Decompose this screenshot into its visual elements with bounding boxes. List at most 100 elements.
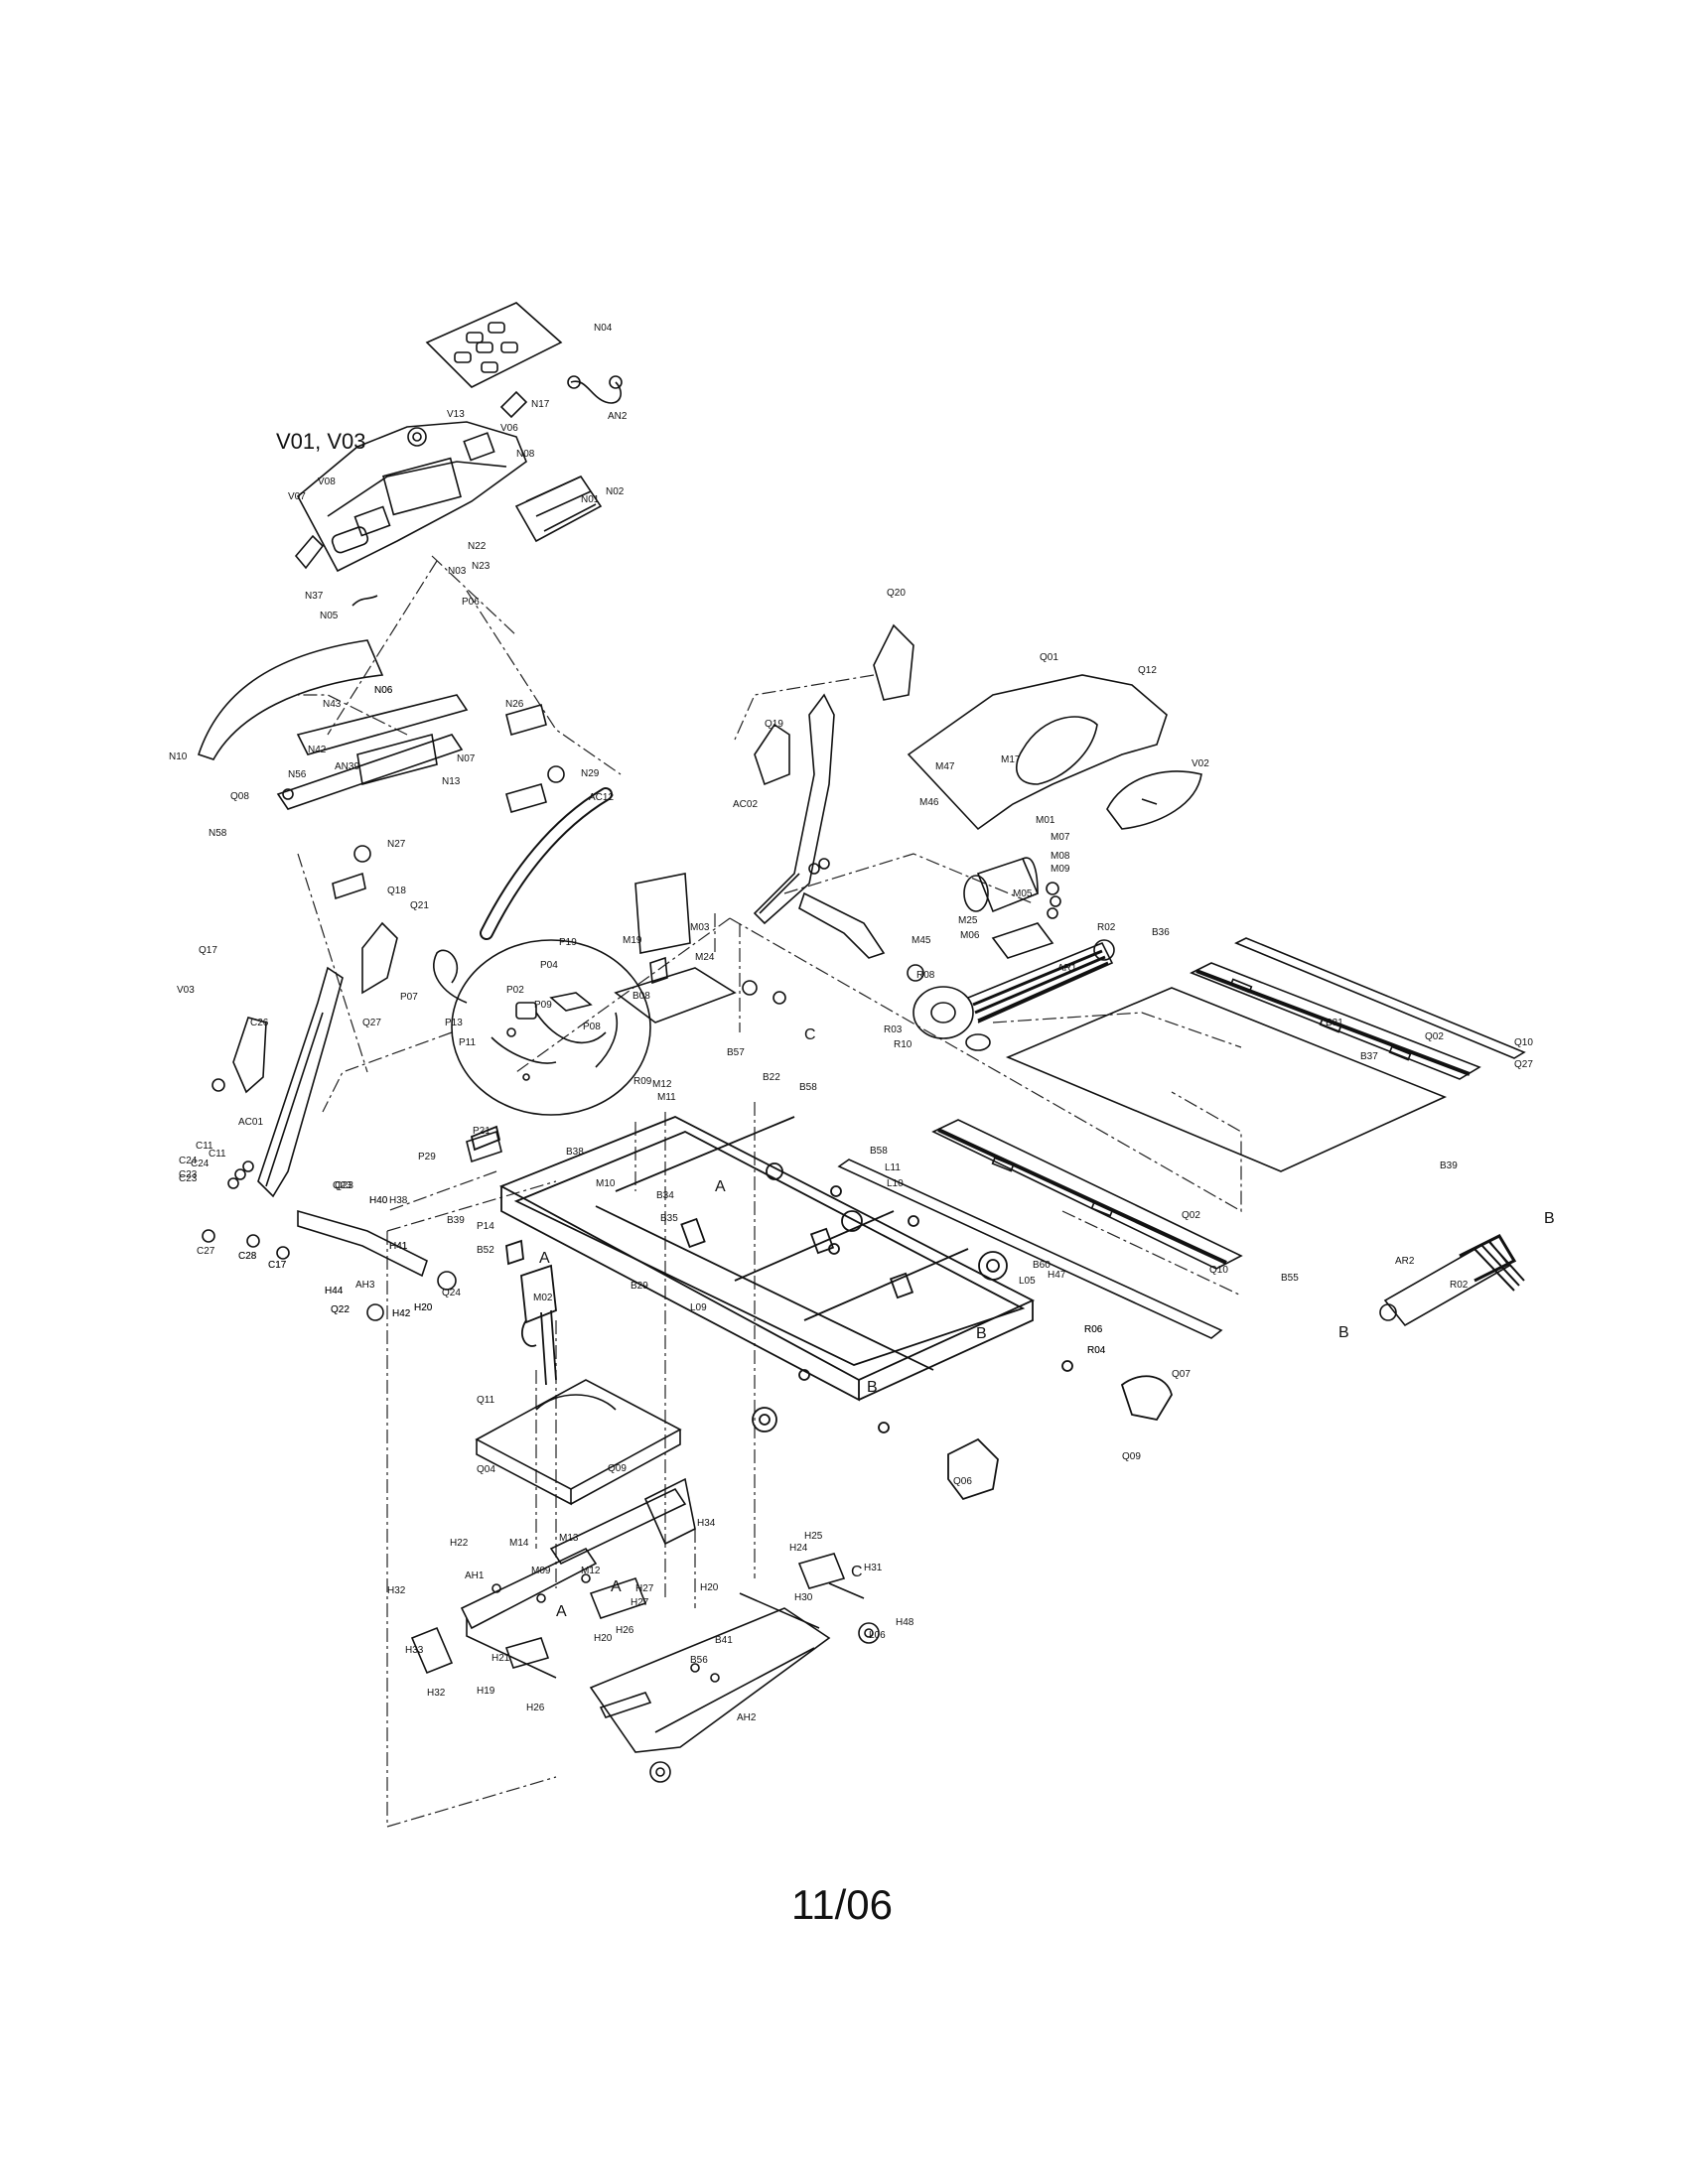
callout-a-3: A — [556, 1603, 567, 1620]
part-label-c11: C11 — [196, 1141, 213, 1152]
main-frame — [470, 1116, 1173, 1501]
part-label-q24: Q24 — [442, 1288, 461, 1298]
part-label-q02: Q02 — [1425, 1031, 1444, 1042]
part-label-h44: H44 — [325, 1286, 344, 1297]
part-label-h20: H20 — [594, 1633, 613, 1644]
part-label-m12: M12 — [581, 1566, 601, 1576]
part-label-m03: M03 — [690, 922, 710, 933]
part-label-ar2: AR2 — [1395, 1256, 1415, 1267]
bracket-h30 — [797, 1553, 846, 1589]
part-label-h47: H47 — [1048, 1270, 1066, 1281]
part-label-n37: N37 — [305, 591, 324, 602]
part-label-n42: N42 — [308, 745, 327, 755]
part-label-q09: Q09 — [1122, 1451, 1141, 1462]
part-label-m09: M09 — [531, 1566, 551, 1576]
part-label-h32: H32 — [387, 1585, 406, 1596]
part-label-q01: Q01 — [1040, 652, 1058, 663]
part-label-h20: H20 — [414, 1302, 433, 1313]
part-label-q17: Q17 — [199, 945, 217, 956]
part-label-p02: P02 — [506, 985, 524, 996]
part-label-h19: H19 — [477, 1686, 495, 1697]
part-label-q23: Q23 — [333, 1180, 351, 1191]
controller-board-m03 — [634, 873, 691, 954]
part-label-h30: H30 — [794, 1592, 813, 1603]
part-label-c11: C11 — [209, 1149, 226, 1160]
cover-q18 — [361, 921, 398, 995]
part-label-p11: P11 — [459, 1037, 476, 1048]
part-label-an2: AN2 — [608, 411, 628, 422]
part-label-b22: B22 — [763, 1072, 780, 1083]
part-label-p19: P19 — [559, 937, 577, 948]
part-label-b56: B56 — [690, 1655, 708, 1666]
part-label-q09: Q09 — [608, 1463, 627, 1474]
part-label-m07: M07 — [1051, 832, 1070, 843]
part-label-l10: L10 — [887, 1178, 904, 1189]
electronics-inset — [451, 873, 737, 1163]
part-label-n08: N08 — [516, 449, 535, 460]
part-label-h26: H26 — [616, 1625, 634, 1636]
part-label-q23: Q23 — [335, 1180, 353, 1191]
side-rail-q02-lower — [931, 1119, 1243, 1270]
part-label-h26: H26 — [526, 1703, 545, 1713]
rear-wheel-l05 — [978, 1251, 1008, 1281]
part-label-c26: C26 — [250, 1018, 269, 1028]
right-handle-arm — [798, 891, 886, 959]
end-cap-q07 — [1120, 1375, 1173, 1422]
part-label-ah2: AH2 — [737, 1712, 757, 1723]
part-label-c23: C23 — [179, 1173, 198, 1184]
part-label-q18: Q18 — [387, 886, 406, 896]
part-label-n29: N29 — [581, 768, 600, 779]
part-label-v08: V08 — [318, 477, 336, 487]
callout-a-1: A — [539, 1250, 550, 1267]
callout-a-2: A — [715, 1178, 726, 1195]
dashed-guide-lines — [297, 555, 1242, 1828]
part-label-b38: B38 — [566, 1147, 584, 1158]
end-cap-q06 — [947, 1437, 999, 1501]
part-label-m11: M11 — [657, 1092, 676, 1103]
part-label-m45: M45 — [912, 935, 931, 946]
part-label-h20: H20 — [700, 1582, 719, 1593]
part-label-n07: N07 — [457, 753, 476, 764]
part-label-p29: P29 — [418, 1152, 436, 1162]
strip-q10-lower — [837, 1159, 1223, 1339]
part-label-c23: C23 — [179, 1169, 198, 1180]
part-label-m46: M46 — [919, 797, 939, 808]
part-label-n56: N56 — [288, 769, 307, 780]
part-label-h42: H42 — [392, 1308, 411, 1319]
part-label-q04: Q04 — [477, 1464, 495, 1475]
part-label-p06: P06 — [462, 597, 480, 608]
part-label-n02: N02 — [606, 486, 625, 497]
part-label-m09: M09 — [1051, 864, 1070, 875]
safety-key-an2 — [570, 380, 622, 404]
part-label-q08: Q08 — [230, 791, 249, 802]
part-label-m10: M10 — [596, 1178, 616, 1189]
part-label-l11: L11 — [885, 1162, 901, 1173]
part-label-b31: B31 — [1326, 1018, 1343, 1028]
part-label-h44: H44 — [325, 1286, 344, 1297]
part-label-r09: R09 — [633, 1076, 652, 1087]
part-label-b35: B35 — [660, 1213, 678, 1224]
part-label-r10: R10 — [894, 1039, 912, 1050]
callout-v01-v03: V01, V03 — [276, 429, 366, 454]
revision-date: 11/06 — [791, 1881, 893, 1928]
part-label-n10: N10 — [169, 751, 188, 762]
part-label-b36: B36 — [1152, 927, 1170, 938]
part-label-h32: H32 — [427, 1688, 446, 1699]
part-label-n22: N22 — [468, 541, 487, 552]
bracket-h34 — [643, 1477, 696, 1546]
part-labels: N04AN2N17V13V06N08N01N02V08V07N22N23N03N… — [169, 323, 1533, 1723]
part-label-c24: C24 — [179, 1156, 198, 1166]
part-label-r04: R04 — [1087, 1345, 1106, 1356]
part-label-c28: C28 — [238, 1251, 257, 1262]
part-label-n17: N17 — [531, 399, 550, 410]
callout-b-2: B — [867, 1379, 878, 1396]
part-label-h22: H22 — [450, 1538, 469, 1549]
part-label-q07: Q07 — [1172, 1369, 1191, 1380]
part-label-c17: C17 — [268, 1260, 287, 1271]
strip-q10-upper — [1234, 937, 1526, 1059]
part-label-n01: N01 — [581, 494, 600, 505]
cover-q20 — [873, 623, 914, 701]
bracket-h32 — [410, 1626, 454, 1675]
part-p21 — [466, 1130, 502, 1163]
